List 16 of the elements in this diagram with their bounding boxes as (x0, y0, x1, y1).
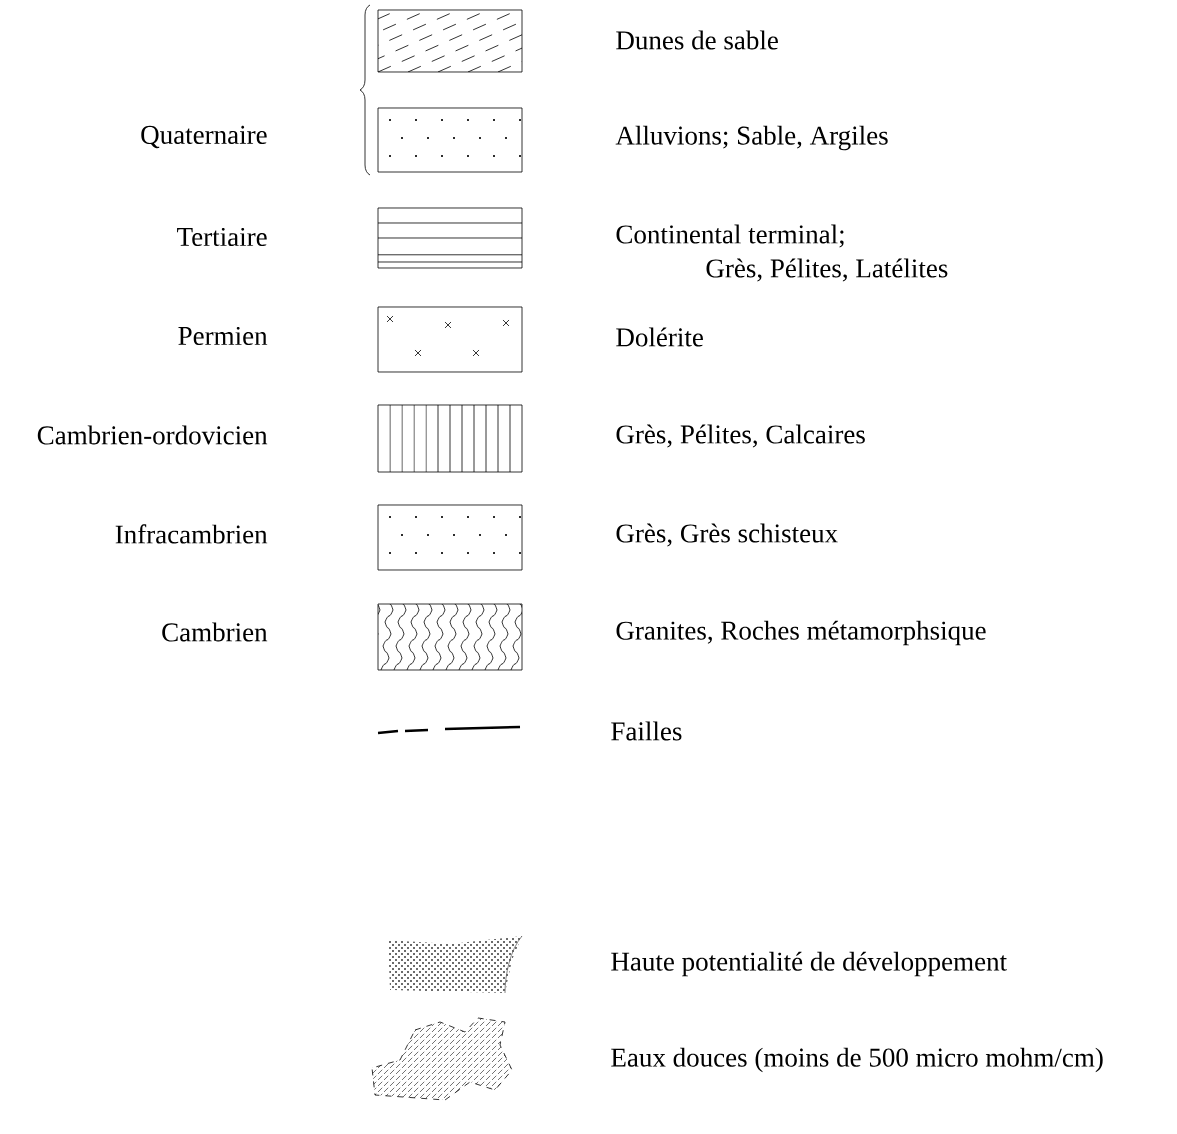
legend-text: Dolérite (616, 327, 703, 347)
legend-text: Alluvions; Sable, Argiles (615, 125, 888, 151)
legend-text: Grès, Pélites, Calcaires (616, 424, 865, 448)
legend-text: Dunes de sable (616, 30, 778, 50)
legend-text: Failles (611, 721, 682, 741)
legend-text: Eaux douces (moins de 500 micro mohm/cm) (611, 1047, 1103, 1073)
legend-text: Granites, Roches métamorphsique (616, 620, 986, 646)
legend-text: Grès, Grès schisteux (616, 523, 838, 547)
era-label: Cambrien (162, 622, 268, 642)
era-label: Quaternaire (141, 125, 267, 149)
legend-text: Continental terminal; Grès, Pélites, Latélites (616, 224, 948, 282)
era-label: Cambrien-ordovicien (37, 425, 268, 445)
legend-text: Haute potentialité de développement (611, 951, 1007, 977)
era-label: Permien (178, 326, 268, 346)
era-label: Infracambrien (115, 524, 268, 544)
era-label: Tertiaire (177, 227, 267, 247)
